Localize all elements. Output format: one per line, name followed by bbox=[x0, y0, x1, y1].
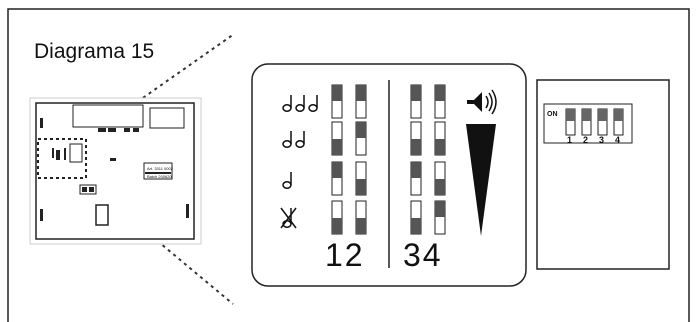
speaker-icon bbox=[467, 89, 497, 115]
dip-switch-r1-s2 bbox=[355, 84, 367, 119]
diagram-title: Diagrama 15 bbox=[34, 40, 154, 63]
dip-on-label: ON bbox=[547, 111, 558, 118]
dip-switch-r3-s4 bbox=[434, 161, 446, 196]
outer-frame bbox=[7, 8, 690, 322]
device-thumbnail: Art. 3311 0002 Batch 200620 bbox=[29, 97, 202, 245]
dip-switch-r3-s2 bbox=[355, 161, 367, 196]
dip-switch-r2-s3 bbox=[410, 121, 422, 156]
switch-numbers-left: 12 bbox=[325, 237, 365, 273]
device-label-line2: Batch 200620 bbox=[147, 174, 172, 179]
three-notes-icon bbox=[282, 95, 318, 112]
dip-switch-r2-s1 bbox=[331, 121, 343, 156]
volume-wedge-icon bbox=[466, 124, 496, 236]
dip-number-2: 2 bbox=[583, 135, 588, 145]
dip-switch-r4-s3 bbox=[410, 200, 422, 235]
dip-number-1: 1 bbox=[567, 135, 572, 145]
callout-line-top bbox=[79, 33, 235, 143]
device-label-line1: Art. 3311 0002 bbox=[147, 166, 174, 171]
dip-area-highlight bbox=[37, 138, 87, 179]
two-notes-icon bbox=[282, 131, 305, 148]
dip-switch-r4-s1 bbox=[331, 200, 343, 235]
dip-switch-r1-s3 bbox=[410, 84, 422, 119]
dip-switch-r2-s2 bbox=[355, 121, 367, 156]
dip-switch-r3-s1 bbox=[331, 161, 343, 196]
switch-numbers-right: 34 bbox=[403, 237, 443, 273]
dip-switch-r2-s4 bbox=[434, 121, 446, 156]
dip-switch-block: ON 1 2 3 4 bbox=[543, 103, 633, 145]
dip-number-4: 4 bbox=[615, 135, 620, 145]
dip-switch-r3-s3 bbox=[410, 161, 422, 196]
dip-switch-r4-s2 bbox=[355, 200, 367, 235]
dip-switch-r1-s4 bbox=[434, 84, 446, 119]
single-note-icon bbox=[282, 172, 292, 189]
dip-switch-grid bbox=[331, 84, 446, 235]
dip-switch-r1-s1 bbox=[331, 84, 343, 119]
dip-number-3: 3 bbox=[599, 135, 604, 145]
muted-note-icon bbox=[280, 207, 297, 229]
dip-switch-r4-s4 bbox=[434, 200, 446, 235]
